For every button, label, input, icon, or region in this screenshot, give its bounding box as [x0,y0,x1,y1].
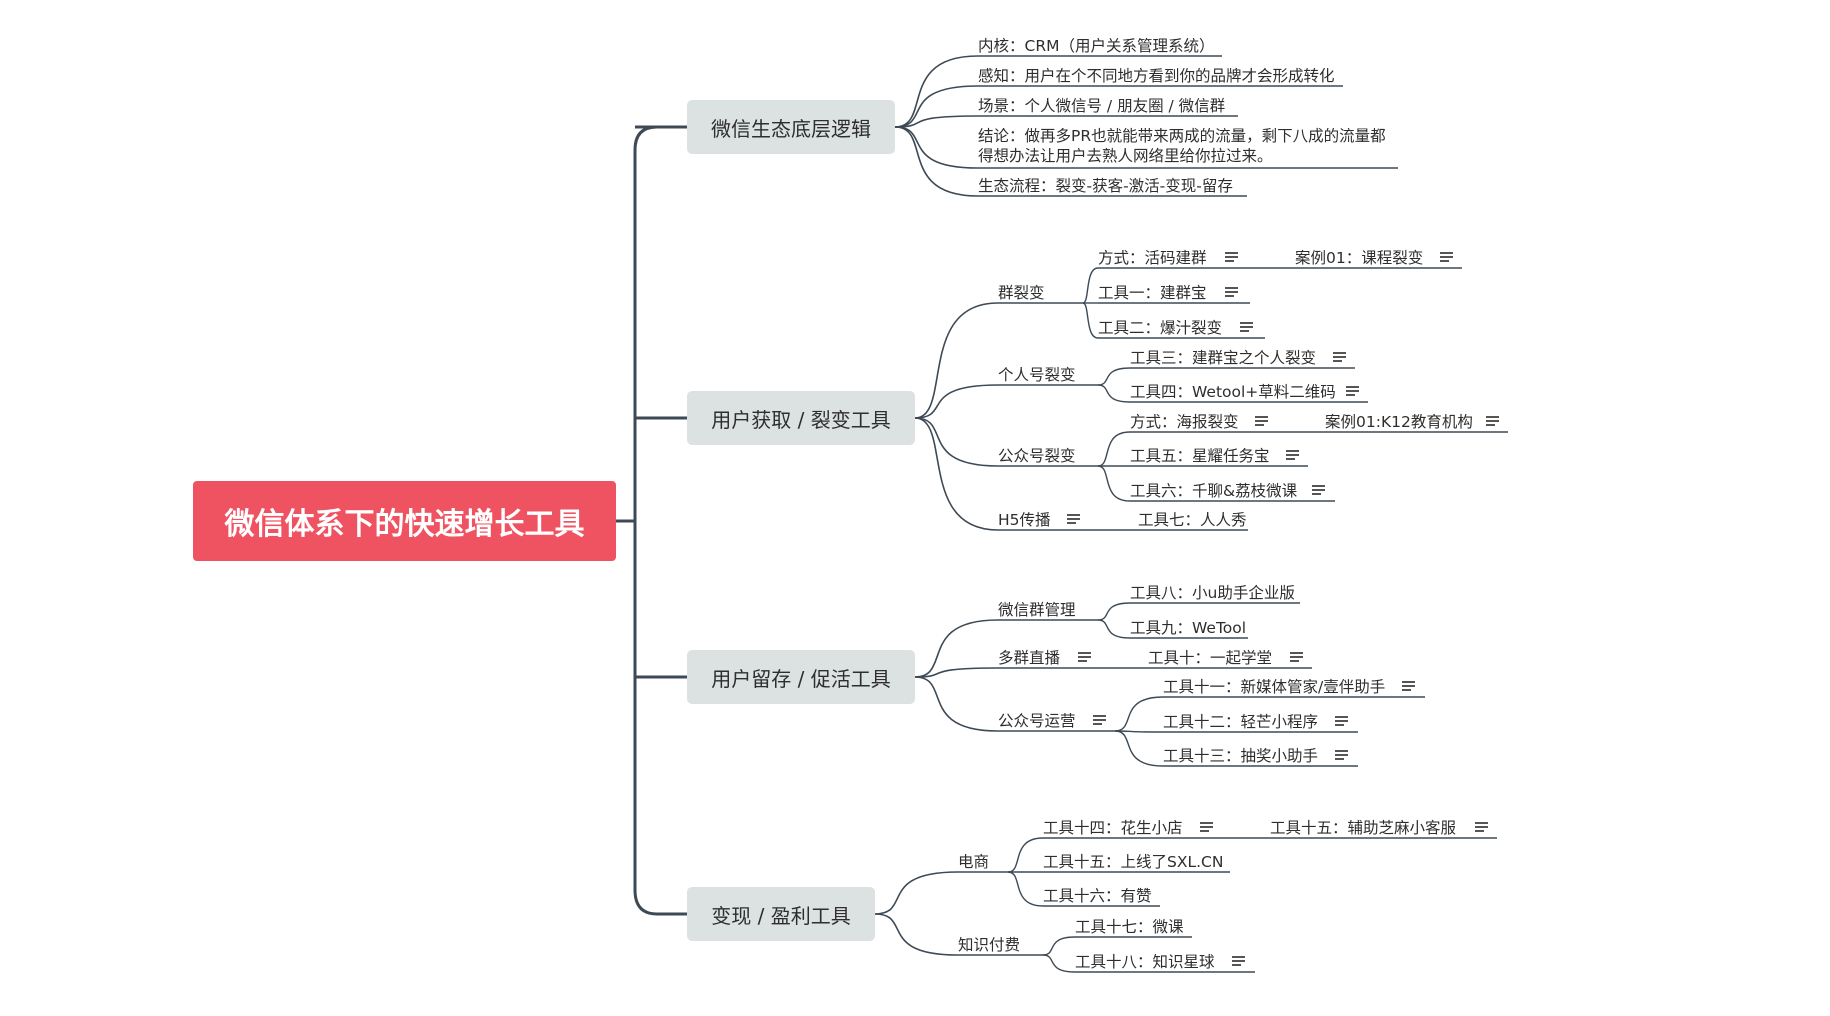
branch-monetization[interactable]: 变现 / 盈利工具 [687,887,875,941]
connector-line [1097,465,1131,502]
note-icon[interactable] [1232,956,1245,967]
connector-line [914,676,999,732]
connector-line [914,417,999,467]
connector-line [1097,431,1131,467]
topic-perception[interactable]: 感知：用户在个不同地方看到你的品牌才会形成转化 [978,67,1335,85]
note-icon[interactable] [1225,287,1238,298]
topic-tool-7[interactable]: 工具七：人人秀 [1138,511,1247,529]
topic-case-k12[interactable]: 案例01:K12教育机构 [1325,413,1473,431]
note-icon[interactable] [1486,416,1499,427]
connector-line [1042,936,1076,956]
note-icon[interactable] [1225,252,1238,263]
topic-tool-14[interactable]: 工具十四：花生小店 [1043,819,1183,837]
topic-personal-fission[interactable]: 个人号裂变 [998,366,1076,384]
connector-line [894,126,979,169]
topic-core-crm[interactable]: 内核：CRM（用户关系管理系统） [978,37,1215,55]
topic-knowledge-payment[interactable]: 知识付费 [958,936,1021,954]
topic-tool-1[interactable]: 工具一：建群宝 [1098,284,1207,302]
note-icon[interactable] [1440,252,1453,263]
topic-tool-6[interactable]: 工具六：千聊&荔枝微课 [1130,482,1298,500]
root-topic[interactable]: 微信体系下的快速增长工具 [193,481,616,561]
topic-tool-13[interactable]: 工具十三：抽奖小助手 [1163,747,1319,765]
connector-line [1097,384,1131,403]
topic-h5-spread[interactable]: H5传播 [998,511,1051,529]
connector-line [1042,954,1076,973]
note-icon[interactable] [1346,386,1359,397]
note-icon[interactable] [1333,352,1346,363]
note-icon[interactable] [1078,652,1091,663]
connector-line [1007,871,1044,907]
topic-group-fission[interactable]: 群裂变 [998,284,1045,302]
topic-tool-12[interactable]: 工具十二：轻芒小程序 [1163,713,1319,731]
connector-line [1114,730,1164,733]
topic-tool-18[interactable]: 工具十八：知识星球 [1075,953,1215,971]
note-icon[interactable] [1093,715,1106,726]
topic-multi-group-live[interactable]: 多群直播 [998,649,1061,667]
connector-line [894,126,979,197]
connector-line [914,384,999,419]
connector-line [874,871,959,915]
connector-line [1097,602,1131,621]
connector-line [914,302,999,419]
topic-method-poster[interactable]: 方式：海报裂变 [1130,413,1239,431]
topic-conclusion[interactable]: 结论：做再多PR也就能带来两成的流量，剩下八成的流量都得想办法让用户去熟人网络里… [978,127,1386,165]
topic-official-account-ops[interactable]: 公众号运营 [998,712,1076,730]
topic-official-account-fission[interactable]: 公众号裂变 [998,447,1076,465]
note-icon[interactable] [1200,822,1213,833]
topic-tool-5[interactable]: 工具五：星耀任务宝 [1130,447,1270,465]
topic-case-course-fission[interactable]: 案例01：课程裂变 [1295,249,1424,267]
branch-user-retention[interactable]: 用户留存 / 促活工具 [687,650,915,704]
connector-line [914,417,999,531]
note-icon[interactable] [1240,322,1253,333]
topic-eco-flow[interactable]: 生态流程：裂变-获客-激活-变现-留存 [978,177,1233,195]
note-icon[interactable] [1067,514,1080,525]
note-icon[interactable] [1335,716,1348,727]
connector-line [1114,730,1164,767]
note-icon[interactable] [1286,450,1299,461]
branch-user-acquisition[interactable]: 用户获取 / 裂变工具 [687,391,915,445]
connector-line [1082,302,1099,339]
topic-tool-2[interactable]: 工具二：爆汁裂变 [1098,319,1223,337]
note-icon[interactable] [1255,416,1268,427]
root-trunk [633,125,658,916]
note-icon[interactable] [1290,652,1303,663]
connector-line [894,55,979,128]
topic-tool-11[interactable]: 工具十一：新媒体管家/壹伴助手 [1163,678,1386,696]
note-icon[interactable] [1402,681,1415,692]
topic-ecommerce[interactable]: 电商 [958,853,990,871]
connector-line [894,85,979,128]
connector-line [1097,367,1131,386]
note-icon[interactable] [1335,750,1348,761]
topic-scenario[interactable]: 场景：个人微信号 / 朋友圈 / 微信群 [978,97,1226,115]
connector-line [1114,696,1164,732]
topic-wechat-group-mgmt[interactable]: 微信群管理 [998,601,1076,619]
connector-line [1082,267,1099,304]
topic-tool-8[interactable]: 工具八：小u助手企业版 [1130,584,1295,602]
topic-tool-9[interactable]: 工具九：WeTool [1130,619,1247,637]
topic-tool-16[interactable]: 工具十六：有赞 [1043,887,1152,905]
topic-method-live-code[interactable]: 方式：活码建群 [1098,249,1207,267]
connector-line [1007,837,1044,873]
connector-line [914,619,999,678]
note-icon[interactable] [1312,485,1325,496]
topic-tool-4[interactable]: 工具四：Wetool+草料二维码 [1130,383,1336,401]
topic-tool-10[interactable]: 工具十：一起学堂 [1148,649,1273,667]
topic-tool-17[interactable]: 工具十七：微课 [1075,918,1184,936]
topic-tool-15-assistant[interactable]: 工具十五：辅助芝麻小客服 [1270,819,1457,837]
connector-line [1097,619,1131,639]
branch-ecosystem-logic[interactable]: 微信生态底层逻辑 [687,100,895,154]
connector-line [874,913,959,956]
connector-line [894,115,979,128]
topic-tool-3[interactable]: 工具三：建群宝之个人裂变 [1130,349,1317,367]
connector-line [914,667,999,678]
topic-tool-15-sxl[interactable]: 工具十五：上线了SXL.CN [1043,853,1224,871]
note-icon[interactable] [1475,822,1488,833]
